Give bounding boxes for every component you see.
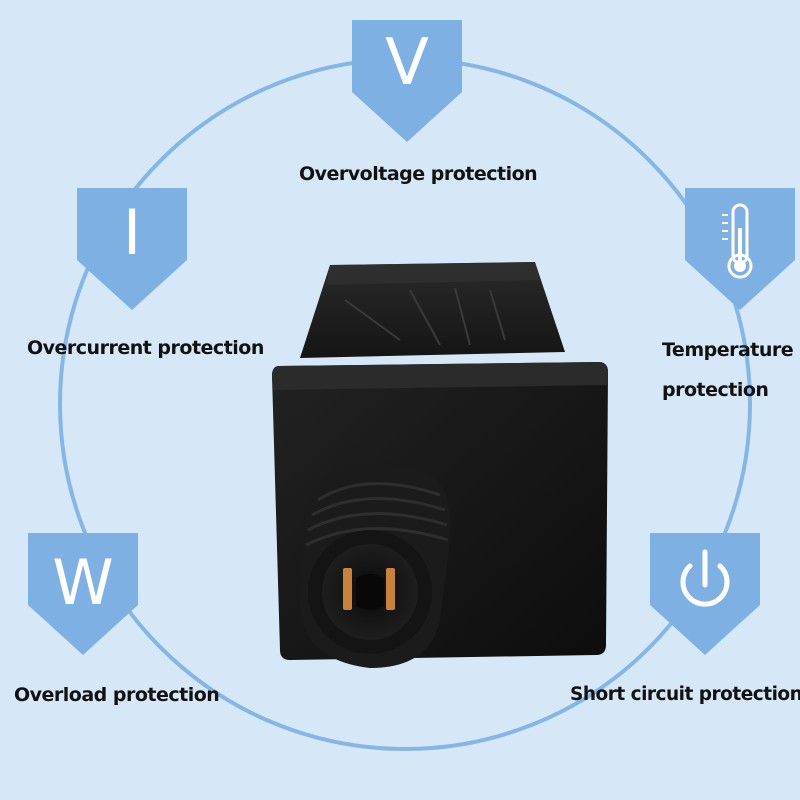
badge-shape-short-circuit bbox=[650, 533, 760, 655]
label-overload: Overload protection bbox=[14, 684, 220, 706]
adapter-label-print bbox=[344, 287, 506, 346]
badge-shape-current bbox=[77, 188, 187, 310]
badge-shape-overload bbox=[28, 533, 138, 655]
voltage-letter-icon: V bbox=[385, 26, 429, 100]
thermometer-icon bbox=[722, 203, 753, 279]
label-overcurrent: Overcurrent protection bbox=[27, 337, 264, 359]
connector-pin bbox=[343, 568, 352, 610]
current-letter-icon: I bbox=[122, 196, 142, 269]
power-button-icon bbox=[680, 549, 730, 607]
power-letter-icon: W bbox=[52, 546, 114, 619]
label-overvoltage: Overvoltage protection bbox=[299, 163, 538, 185]
round-connector bbox=[300, 459, 451, 668]
label-short-circuit: Short circuit protection bbox=[570, 684, 800, 705]
label-temperature: Temperature protection bbox=[662, 339, 794, 401]
connector-pin bbox=[386, 568, 395, 610]
power-adapter-image bbox=[272, 262, 608, 668]
badge-shape-voltage bbox=[352, 20, 462, 142]
adapter-top-body bbox=[300, 262, 565, 358]
